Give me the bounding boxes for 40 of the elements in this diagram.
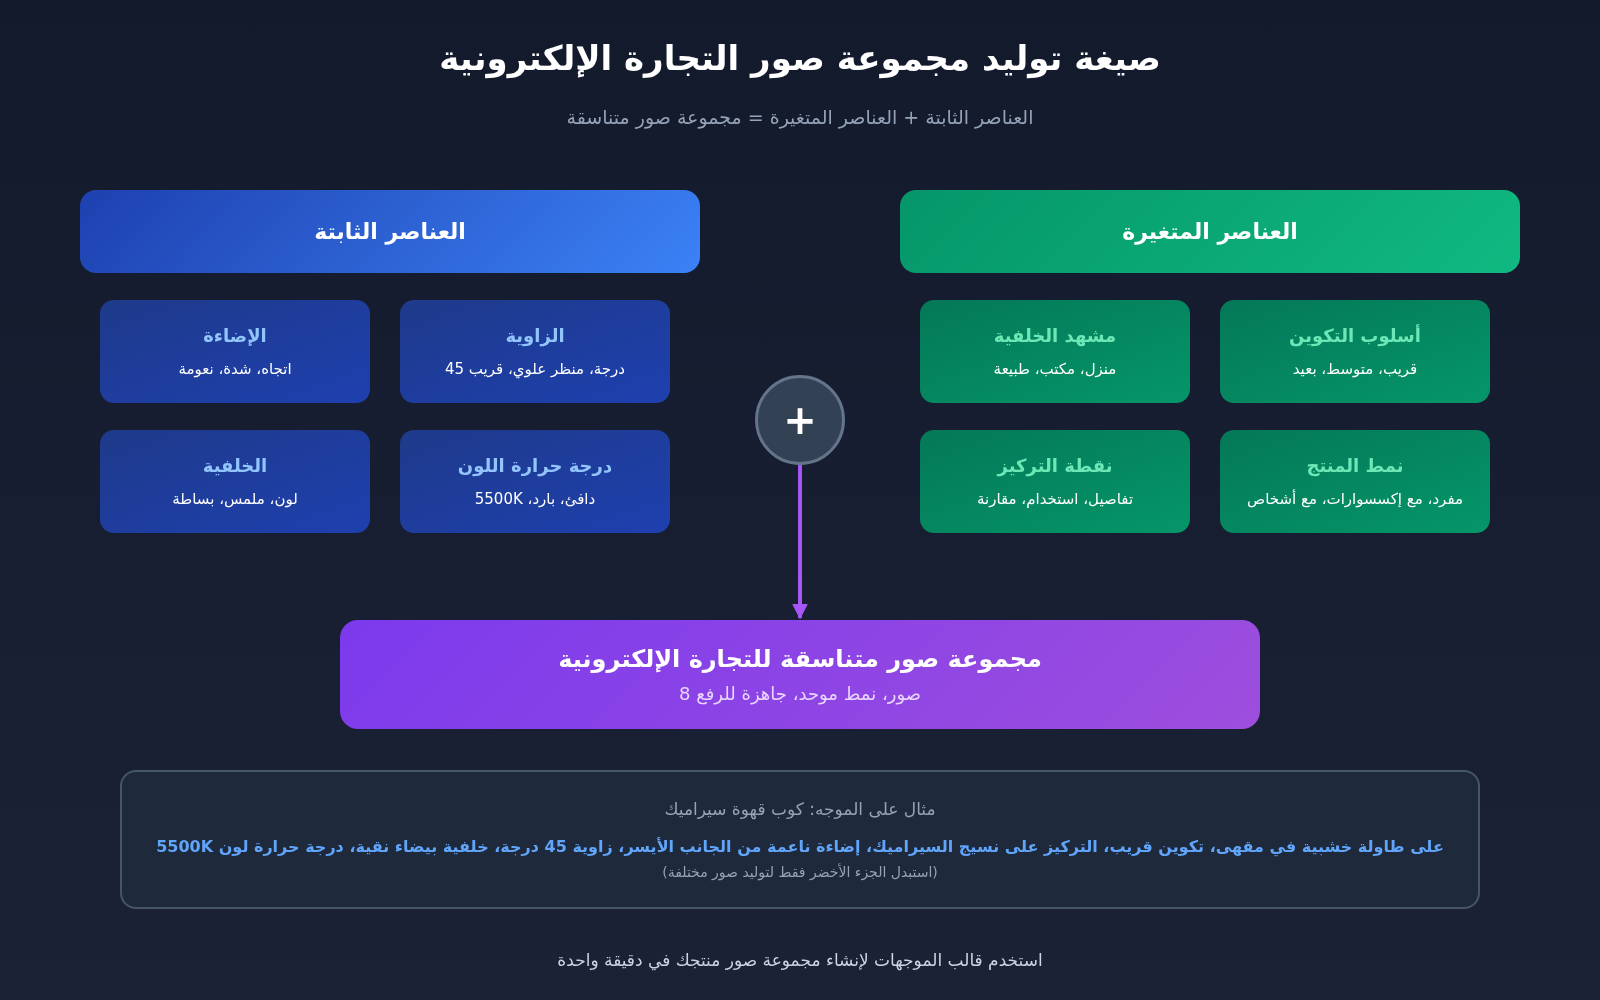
card-values: تفاصيل، استخدام، مقارنة (976, 490, 1134, 508)
result-title: مجموعة صور متناسقة للتجارة الإلكترونية (558, 645, 1042, 673)
parameter-card (1220, 300, 1490, 403)
card-title: نقطة التركيز (997, 455, 1113, 476)
parameter-card (400, 430, 670, 533)
parameter-card (100, 300, 370, 403)
result-box (340, 620, 1260, 729)
section-title: العناصر المتغيرة (1122, 219, 1298, 244)
parameter-card (920, 300, 1190, 403)
card-values: منزل، مكتب، طبيعة (993, 360, 1117, 378)
example-prompt: على طاولة خشبية في مقهى، تكوين قريب، التركيز على نسيج السيراميك، إضاءة ناعمة من الجانب الأيسر، زاوية 45 درجة، خلفية بيضاء نقية، درجة حرارة لون 5500K (155, 837, 1445, 856)
footer-note: استخدم قالب الموجهات لإنشاء مجموعة صور منتجك في دقيقة واحدة (556, 950, 1044, 970)
card-values: اتجاه، شدة، نعومة (178, 360, 292, 378)
section-header (900, 190, 1520, 273)
section-header (80, 190, 700, 273)
result-subtitle: صور، نمط موحد، جاهزة للرفع 8 (679, 683, 921, 704)
section-title: العناصر الثابتة (314, 219, 466, 244)
parameter-card (400, 300, 670, 403)
example-panel (120, 770, 1480, 909)
example-heading: مثال على الموجه: كوب قهوة سيراميك (664, 799, 936, 819)
card-values: دافئ، بارد، 5500K (474, 490, 596, 508)
plus-sign: + (783, 400, 817, 440)
parameter-card (1220, 430, 1490, 533)
card-values: درجة، منظر علوي، قريب 45 (445, 360, 625, 378)
card-title: الزاوية (505, 325, 565, 346)
card-values: لون، ملمس، بساطة (172, 490, 298, 508)
card-title: نمط المنتج (1306, 455, 1404, 476)
card-title: الخلفية (202, 455, 268, 476)
card-title: الإضاءة (203, 325, 267, 346)
diagram-title: صيغة توليد مجموعة صور التجارة الإلكترونية (438, 38, 1162, 78)
card-values: قريب، متوسط، بعيد (1292, 360, 1418, 378)
card-title: أسلوب التكوين (1289, 325, 1421, 346)
parameter-card (100, 430, 370, 533)
card-title: مشهد الخلفية (993, 325, 1117, 346)
card-values: مفرد، مع إكسسوارات، مع أشخاص (1247, 490, 1463, 508)
subtitle: العناصر الثابتة + العناصر المتغيرة = مجموعة صور متناسقة (565, 106, 1035, 128)
parameter-card (920, 430, 1190, 533)
example-note: (استبدل الجزء الأخضر فقط لتوليد صور مختلفة) (662, 864, 938, 880)
card-title: درجة حرارة اللون (457, 455, 613, 476)
connector-arrow (792, 465, 808, 620)
